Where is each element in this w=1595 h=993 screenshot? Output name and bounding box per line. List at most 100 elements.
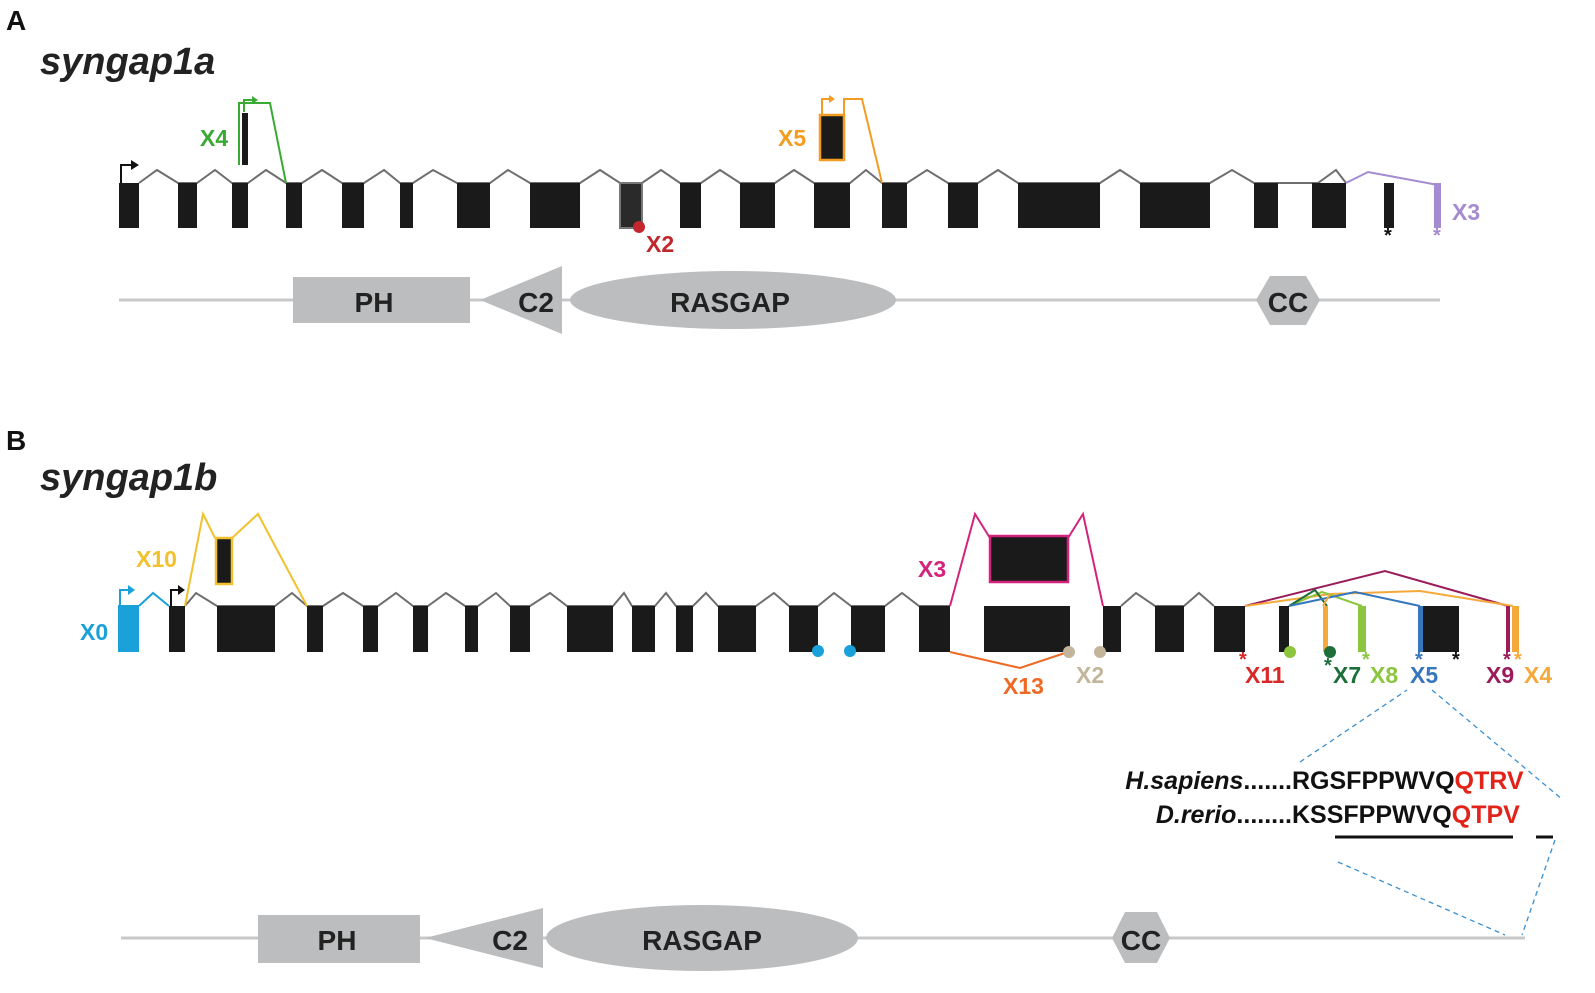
label-x2: X2 xyxy=(646,231,674,257)
isoform-x2-b: X2 xyxy=(1063,646,1106,688)
panel-b-label: B xyxy=(6,425,26,456)
ph-domain-label: PH xyxy=(355,287,394,318)
exon xyxy=(718,606,756,652)
exon xyxy=(530,183,580,228)
exon xyxy=(740,183,775,228)
alignment-row-1-prefix: H.sapiens....... xyxy=(1125,767,1292,795)
isoform-x3-b: X3 xyxy=(918,511,1104,607)
stop-dot xyxy=(1284,646,1296,658)
exon xyxy=(119,183,139,228)
exons-a xyxy=(119,182,1394,229)
seq-zebrafish-conserved: KSSFPPWVQ xyxy=(1292,801,1452,829)
exon xyxy=(178,183,197,228)
exon-x2-skipped xyxy=(619,182,643,229)
exon xyxy=(984,606,1070,652)
exon xyxy=(632,606,655,652)
intron-line-b2 xyxy=(1120,591,1215,607)
label-x11: X11 xyxy=(1245,662,1285,688)
stop-dot xyxy=(1063,646,1075,658)
label-x3: X3 xyxy=(1452,199,1480,225)
exon xyxy=(232,183,248,228)
exon xyxy=(1103,606,1121,652)
exon xyxy=(400,183,413,228)
exon xyxy=(948,183,978,228)
exon-x5 xyxy=(1418,606,1423,652)
start-arrow-a xyxy=(120,160,139,183)
exon xyxy=(1422,606,1459,652)
isoform-3prime-connectors xyxy=(1244,569,1514,607)
stop-asterisk: * xyxy=(1239,649,1247,671)
ph-domain xyxy=(293,277,470,323)
protein-domains-b: PH C2 RASGAP CC xyxy=(121,905,1525,971)
exon xyxy=(413,606,428,652)
exon-x4 xyxy=(1512,606,1519,652)
stop-asterisk: * xyxy=(1503,649,1511,671)
exon xyxy=(882,183,907,228)
exon xyxy=(217,606,275,652)
exon xyxy=(1279,606,1289,652)
alignment-row-2-prefix: D.rerio........ xyxy=(1156,801,1292,829)
stop-asterisk: * xyxy=(1324,655,1332,677)
exon-x3 xyxy=(1434,183,1441,228)
alignment-row-2-seq: KSSFPPWVQQTPV xyxy=(1292,801,1520,829)
rasgap-domain-label: RASGAP xyxy=(670,287,790,318)
ph-domain xyxy=(258,915,420,963)
seq-human-conserved: RGSFPPWVQ xyxy=(1292,767,1455,795)
panel-a-label: A xyxy=(6,5,26,36)
exon xyxy=(567,606,613,652)
exon xyxy=(1214,606,1245,652)
start-arrow-b xyxy=(170,585,185,606)
stop-dot xyxy=(1324,646,1336,658)
rasgap-domain xyxy=(570,271,896,329)
stop-asterisk: * xyxy=(1514,649,1522,671)
panel-a-gene-name: syngap1a xyxy=(40,41,215,83)
dots-zebrafish: ........ xyxy=(1236,801,1292,829)
exon-x4 xyxy=(242,113,248,165)
ph-domain-label: PH xyxy=(318,925,357,956)
label-x4: X4 xyxy=(1524,662,1552,688)
label-x10: X10 xyxy=(136,546,177,572)
stop-asterisk: * xyxy=(1415,649,1423,671)
exon xyxy=(307,606,323,652)
panel-b: B syngap1b xyxy=(6,425,1564,971)
label-x3: X3 xyxy=(918,556,946,582)
c2-domain-label: C2 xyxy=(518,287,554,318)
rasgap-domain xyxy=(546,905,858,971)
isoform-x3-a: * * X3 xyxy=(1345,170,1480,247)
exon xyxy=(676,606,693,652)
label-x9: X9 xyxy=(1486,662,1514,688)
rasgap-domain-label: RASGAP xyxy=(642,925,762,956)
protein-domains-a: PH C2 RASGAP CC xyxy=(119,266,1440,334)
stop-dot xyxy=(633,221,645,233)
exon xyxy=(457,183,490,228)
exon-x3 xyxy=(988,534,1070,584)
stop-dot xyxy=(844,645,856,657)
seq-zebrafish-pdz: QTPV xyxy=(1452,801,1520,829)
c2-domain xyxy=(425,908,543,968)
exon xyxy=(465,606,478,652)
exon xyxy=(363,606,378,652)
exon xyxy=(814,183,850,228)
exon-x4-alt xyxy=(1323,606,1328,652)
label-x7: X7 xyxy=(1333,662,1361,688)
exon-x9 xyxy=(1506,606,1510,652)
isoform-x4-a: X4 xyxy=(200,96,287,184)
exon xyxy=(286,183,302,228)
exon xyxy=(510,606,530,652)
species-human: H.sapiens xyxy=(1125,767,1243,795)
exon-x10 xyxy=(214,536,234,586)
exon xyxy=(1140,183,1210,228)
dots-human: ....... xyxy=(1243,767,1292,795)
isoform-x0-b: X0 xyxy=(80,585,170,652)
label-x13: X13 xyxy=(1003,673,1044,699)
exon xyxy=(1312,183,1346,228)
stop-asterisk: * xyxy=(1452,649,1460,671)
exon xyxy=(1254,183,1278,228)
stop-asterisk: * xyxy=(1384,225,1392,247)
exon-x8 xyxy=(1358,606,1366,652)
exon-x0 xyxy=(118,605,139,652)
exon-x5 xyxy=(818,113,846,162)
label-x2: X2 xyxy=(1076,662,1104,688)
exon xyxy=(789,606,818,652)
exon xyxy=(169,606,185,652)
